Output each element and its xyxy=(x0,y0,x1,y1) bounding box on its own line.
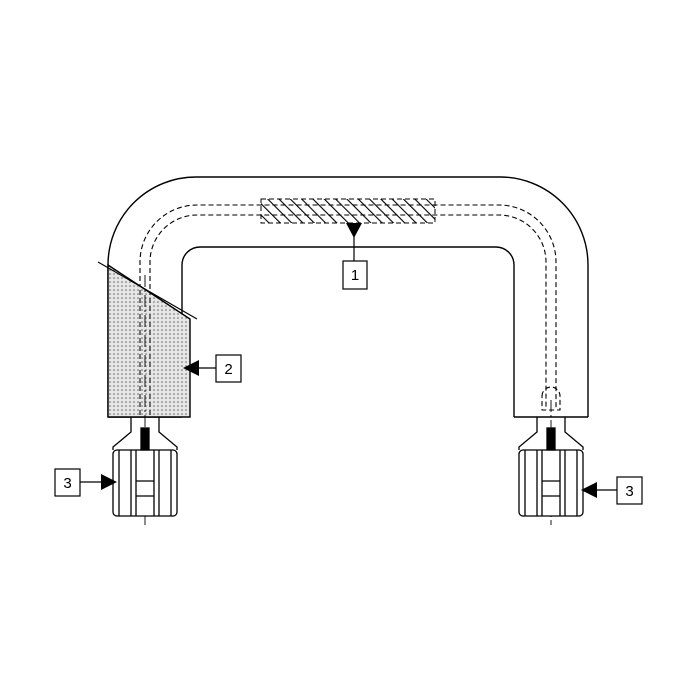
callout-1: 1 xyxy=(342,223,368,290)
callout-3-left-arrow xyxy=(101,474,117,490)
callout-3-left: 3 xyxy=(54,468,117,497)
callout-3-right-label: 3 xyxy=(625,483,633,500)
cut-line xyxy=(97,261,198,320)
sleeve-outline xyxy=(107,263,191,418)
sleeve-region xyxy=(108,265,190,417)
pipe-outer-wall xyxy=(107,176,589,417)
callout-1-label: 1 xyxy=(351,267,359,284)
right-connector xyxy=(518,417,584,517)
callout-3-left-label: 3 xyxy=(63,475,71,492)
left-connector xyxy=(112,417,178,517)
callout-1-box xyxy=(342,260,368,290)
callout-3-left-box xyxy=(54,468,81,497)
callout-2-arrow xyxy=(183,360,199,376)
left-connector-body xyxy=(112,449,178,517)
conductor-end-cap xyxy=(541,386,561,411)
inner-conductor xyxy=(139,204,561,417)
right-connector-funnel xyxy=(518,417,584,450)
inner-conductor-inner xyxy=(149,214,547,417)
left-connector-pin xyxy=(140,427,150,451)
callout-2: 2 xyxy=(183,354,242,383)
callout-2-box xyxy=(215,354,242,383)
pipe-inner-wall xyxy=(181,246,515,417)
right-connector-body xyxy=(518,449,584,517)
inner-conductor-outer xyxy=(139,204,557,417)
right-connector-pin xyxy=(546,427,556,451)
callout-1-arrow xyxy=(346,223,362,238)
hatched-section xyxy=(260,198,436,224)
centerlines xyxy=(144,275,552,525)
left-connector-funnel xyxy=(112,417,178,450)
callout-3-right-arrow xyxy=(581,482,597,498)
callout-3-right: 3 xyxy=(581,476,643,505)
callout-3-right-box xyxy=(616,476,643,505)
callout-2-label: 2 xyxy=(224,361,232,378)
